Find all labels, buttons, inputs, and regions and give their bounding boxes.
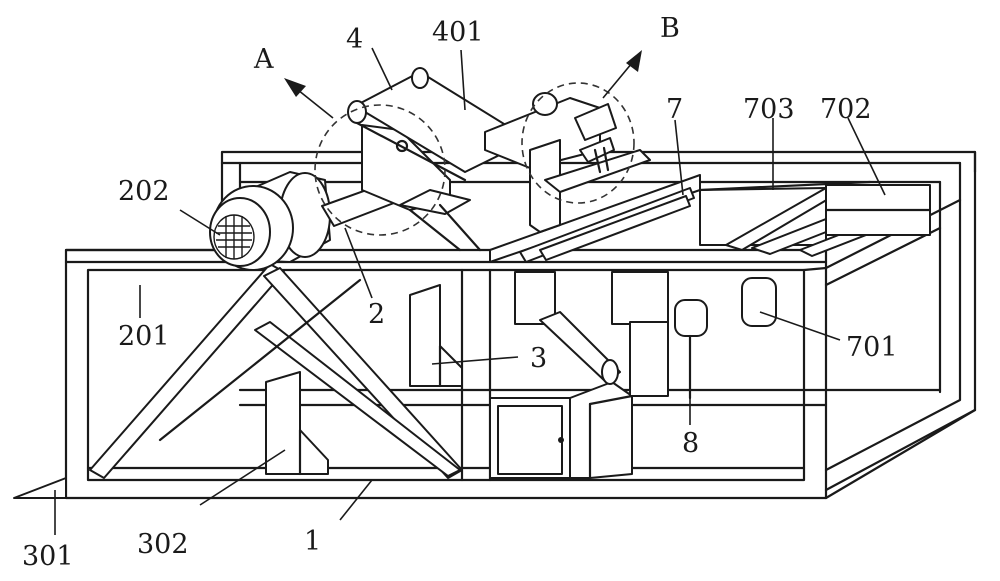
label-4: 4 (346, 24, 363, 55)
motor-assembly (209, 171, 414, 271)
base-leg-301 (13, 477, 67, 499)
label-702: 702 (820, 94, 872, 125)
leader-lines (54, 47, 886, 535)
press-cylinders (514, 271, 777, 400)
label-B: B (660, 13, 680, 44)
detail-circle-a (314, 104, 446, 236)
label-7: 7 (666, 94, 683, 125)
conveyor-rollers (489, 174, 932, 263)
detail-circle-b (521, 82, 635, 204)
label-8: 8 (682, 428, 699, 459)
clamp-gauge-assembly (484, 92, 651, 233)
diagonal-braces (89, 263, 463, 479)
part-labels: A 4 401 B 7 703 702 202 201 2 3 701 8 30… (22, 13, 898, 572)
label-401: 401 (432, 17, 484, 48)
control-cabinet (489, 381, 634, 480)
arrow-b (602, 50, 642, 99)
label-302: 302 (137, 529, 189, 560)
cutter-head (347, 67, 531, 252)
label-301: 301 (22, 541, 74, 572)
arrow-a (284, 78, 334, 119)
label-2: 2 (368, 299, 385, 330)
label-701: 701 (846, 332, 898, 363)
label-3: 3 (530, 343, 547, 374)
label-202: 202 (118, 176, 170, 207)
label-703: 703 (743, 94, 795, 125)
label-A: A (253, 44, 274, 75)
support-blocks (265, 284, 463, 476)
label-201: 201 (118, 321, 170, 352)
label-1: 1 (304, 526, 321, 557)
